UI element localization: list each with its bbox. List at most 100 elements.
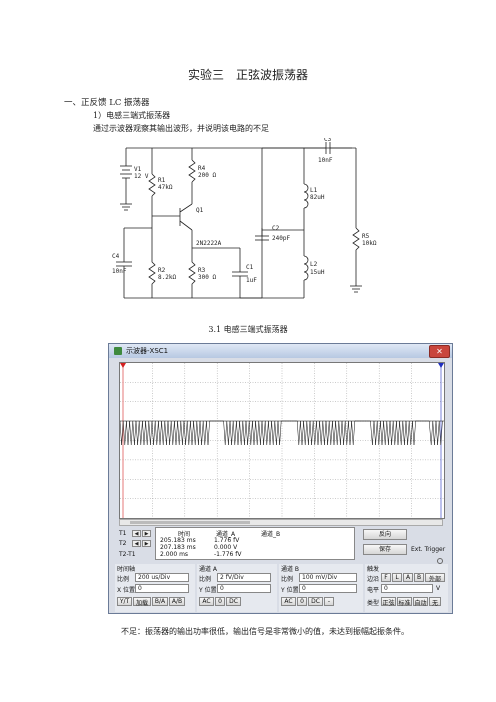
l1-value: 82uH <box>310 194 325 201</box>
readout-header-b: 通道_B <box>261 531 281 538</box>
channel-a-dc-button[interactable]: DC <box>226 597 241 606</box>
trigger-level-field[interactable]: 0 <box>381 584 433 593</box>
channel-b-scale-field[interactable]: 100 mV/Div <box>299 573 357 582</box>
trigger-edge-falling-button[interactable]: L <box>392 573 402 582</box>
channel-b-panel: 通道 B 比例 100 mV/Div Y 位置 0 AC 0 DC - <box>279 564 363 612</box>
trigger-level-unit: V <box>436 585 441 592</box>
timebase-scale-field[interactable]: 200 us/Div <box>135 573 189 582</box>
readout-row-1-a: 1.776 fV <box>214 537 240 544</box>
readout-row-1-time: 205.183 ms <box>160 537 196 544</box>
scope-screen[interactable] <box>119 362 445 519</box>
channel-b-dc-button[interactable]: DC <box>308 597 323 606</box>
circuit-schematic: V1 12 V R1 47kΩ R4 200 Ω Q1 2N2222A C4 1… <box>112 138 377 299</box>
trigger-edge-rising-button[interactable]: F <box>381 573 391 582</box>
trigger-edge-label: 边沿 <box>367 576 380 583</box>
channel-a-zero-button[interactable]: 0 <box>215 597 225 606</box>
channel-a-panel: 通道 A 比例 2 fV/Div Y 位置 0 AC 0 DC <box>197 564 277 612</box>
conclusion-text: 不足：振荡器的输出功率很低，输出信号是非常微小的值，未达到振幅起振条件。 <box>121 627 409 636</box>
xpos-field[interactable]: 0 <box>135 584 189 593</box>
t1-left-arrow[interactable]: ◀ <box>132 530 141 537</box>
channel-a-waveform <box>120 420 444 446</box>
l2-value: 15uH <box>310 269 325 276</box>
c1-value: 1uF <box>246 277 257 284</box>
save-button[interactable]: 保存 <box>363 544 407 555</box>
trigger-source-a-button[interactable]: A <box>403 573 413 582</box>
mode-ab-button[interactable]: A/B <box>169 597 185 606</box>
channel-a-ypos-field[interactable]: 0 <box>217 584 271 593</box>
subsection-heading: 1）电感三端式振荡器 <box>93 111 171 120</box>
channel-b-ypos-label: Y 位置 <box>281 587 299 594</box>
r5-label: R5 <box>362 233 370 240</box>
readout-table: 时间 通道_A 通道_B 205.183 ms 1.776 fV 207.183… <box>155 527 355 560</box>
close-button[interactable]: ✕ <box>429 345 450 358</box>
channel-b-zero-button[interactable]: 0 <box>297 597 307 606</box>
channel-a-scale-field[interactable]: 2 fV/Div <box>217 573 271 582</box>
mode-load-button[interactable]: 加载 <box>133 597 151 607</box>
c1-label: C1 <box>246 264 254 271</box>
l2-label: L2 <box>310 261 318 268</box>
window-title: 示波器-XSC1 <box>126 347 169 355</box>
r4-label: R4 <box>198 165 206 172</box>
mode-yt-button[interactable]: Y/T <box>117 597 132 606</box>
r3-label: R3 <box>198 267 206 274</box>
r1-value: 47kΩ <box>158 184 173 191</box>
trigger-type-auto-button[interactable]: 自动 <box>413 597 428 607</box>
channel-b-ac-button[interactable]: AC <box>281 597 296 606</box>
channel-a-scale-label: 比例 <box>199 576 212 583</box>
marker-t1: T1 <box>119 530 127 537</box>
timebase-panel: 时间轴 比例 200 us/Div X 位置 0 Y/T 加载 B/A A/B <box>115 564 195 612</box>
q1-label: Q1 <box>196 207 204 214</box>
scrollbar-thumb[interactable] <box>130 521 250 524</box>
c4-label: C4 <box>112 253 120 260</box>
trigger-type-normal-button[interactable]: 标准 <box>397 597 412 607</box>
xpos-label: X 位置 <box>117 587 136 594</box>
channel-b-scale-label: 比例 <box>281 576 294 583</box>
channel-a-ypos-label: Y 位置 <box>199 587 217 594</box>
trigger-type-sine-button[interactable]: 正弦 <box>381 597 396 607</box>
readout-header-a: 通道_A <box>216 531 236 538</box>
r2-label: R2 <box>158 267 166 274</box>
ext-trigger-terminal-icon[interactable] <box>437 558 443 564</box>
v1-label: V1 <box>134 166 142 173</box>
screen-scrollbar[interactable] <box>119 519 443 526</box>
trigger-type-label: 类型 <box>367 600 380 607</box>
trigger-type-none-button[interactable]: 无 <box>429 597 441 607</box>
figure-caption: 3.1 电感三端式振荡器 <box>208 325 288 334</box>
trigger-level-label: 电平 <box>367 587 380 594</box>
timebase-group-label: 时间轴 <box>117 566 136 573</box>
q1-model: 2N2222A <box>196 240 222 247</box>
window-titlebar[interactable]: 示波器-XSC1 ✕ <box>109 344 452 358</box>
l1-label: L1 <box>310 187 318 194</box>
c3-label: C3 <box>324 138 332 143</box>
reverse-button[interactable]: 反向 <box>363 529 407 540</box>
readout-row-3-a: -1.776 fV <box>214 551 242 558</box>
channel-a-group-label: 通道 A <box>199 566 218 573</box>
c3-value: 10nF <box>318 157 333 164</box>
readout-header-time: 时间 <box>178 531 191 538</box>
section-heading: 一、正反馈 LC 振荡器 <box>64 98 150 108</box>
timebase-scale-label: 比例 <box>117 576 130 583</box>
readout-row-2-time: 207.183 ms <box>160 544 196 551</box>
trigger-source-b-button[interactable]: B <box>414 573 424 582</box>
channel-b-minus-button[interactable]: - <box>324 597 334 606</box>
channel-b-ypos-field[interactable]: 0 <box>299 584 357 593</box>
r3-value: 300 Ω <box>198 274 216 281</box>
page-title: 实验三 正弦波振荡器 <box>187 68 308 82</box>
mode-ba-button[interactable]: B/A <box>152 597 168 606</box>
instruction-text: 通过示波器观察其输出波形，并说明该电路的不足 <box>93 124 269 133</box>
readout-row-3-time: 2.000 ms <box>160 551 189 558</box>
channel-a-ac-button[interactable]: AC <box>199 597 214 606</box>
r1-label: R1 <box>158 177 166 184</box>
trigger-external-button[interactable]: 外部 <box>425 573 445 583</box>
t2-right-arrow[interactable]: ▶ <box>142 540 151 547</box>
c2-value: 240pF <box>272 235 290 242</box>
oscilloscope-window: 示波器-XSC1 ✕ T1 ◀ ▶ T2 ◀ ▶ T2-T1 时间 通道_A 通… <box>108 343 453 614</box>
t2-left-arrow[interactable]: ◀ <box>132 540 141 547</box>
trigger-group-label: 触发 <box>367 566 380 573</box>
scope-app-icon <box>114 347 122 355</box>
c2-label: C2 <box>272 225 280 232</box>
t1-right-arrow[interactable]: ▶ <box>142 530 151 537</box>
marker-t2: T2 <box>119 540 127 547</box>
readout-row-2-a: 0.000 V <box>214 544 238 551</box>
r4-value: 200 Ω <box>198 172 216 179</box>
